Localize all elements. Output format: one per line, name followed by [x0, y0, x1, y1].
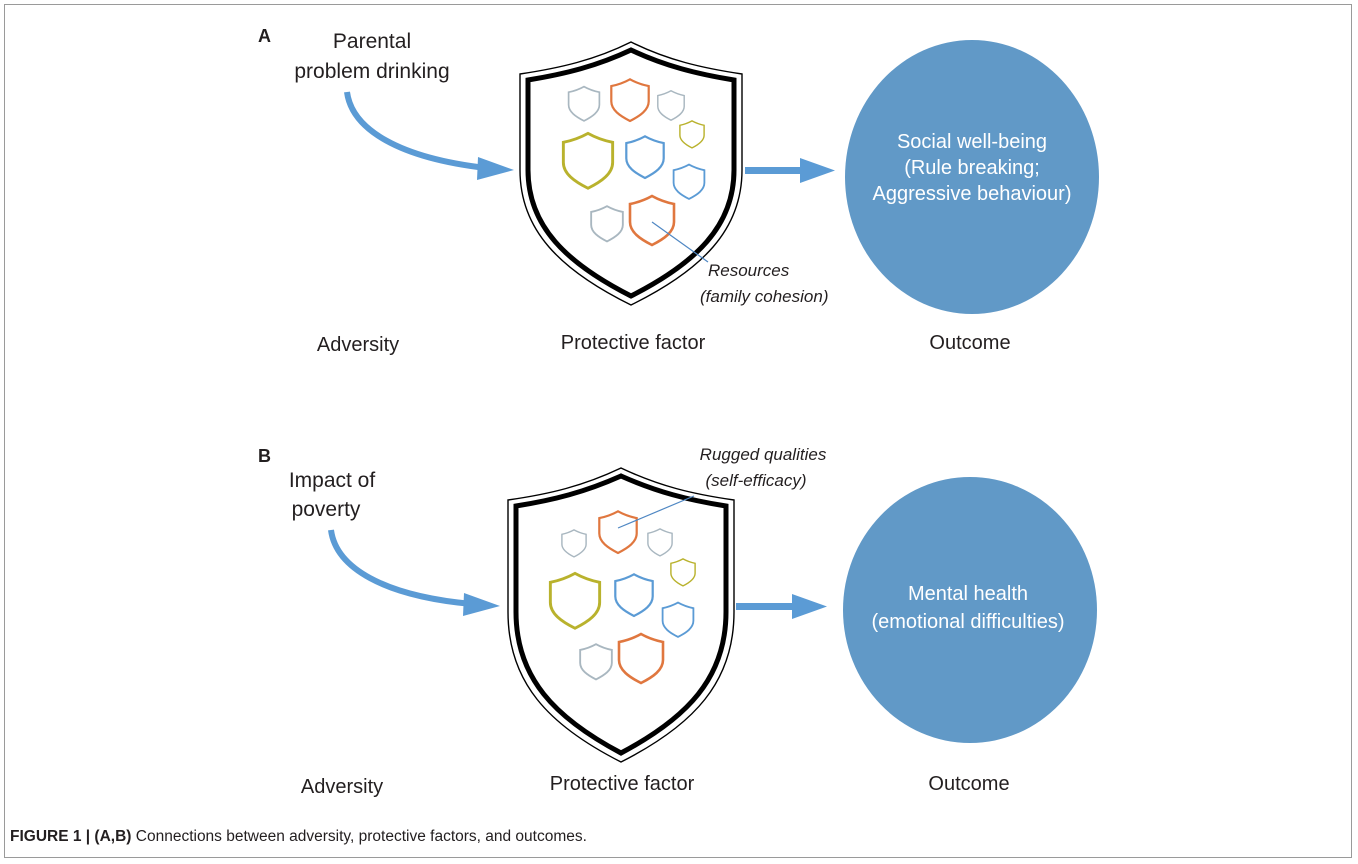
small-shield-icon [561, 131, 615, 190]
figure-frame [4, 4, 1352, 858]
panel-b-outcome-line-1: Mental health [908, 583, 1028, 605]
small-shield-icon [610, 78, 650, 123]
panel-a-outcome-arrow [745, 158, 835, 183]
small-shield-icon [679, 120, 705, 149]
small-shield-icon [567, 85, 601, 122]
figure-caption-text: Connections between adversity, protectiv… [135, 828, 587, 845]
small-shield-icon [657, 89, 685, 122]
small-shield-icon [590, 205, 624, 243]
panel-b-letter: B [258, 446, 271, 466]
panel-b-stage-outcome: Outcome [928, 773, 1009, 795]
panel-b-stage-protective: Protective factor [550, 773, 695, 795]
panel-a: A Parental problem drinking Resources [258, 26, 1099, 356]
small-shield-icon [625, 135, 665, 180]
panel-b-annotation-line-1: Rugged qualities [700, 445, 827, 464]
panel-b-adversity-arrow [328, 529, 500, 616]
panel-a-stage-adversity: Adversity [317, 334, 399, 356]
small-shield-icon [661, 601, 695, 638]
panel-b-protective-shield [507, 467, 735, 763]
panel-b-annotation-line-2: (self-efficacy) [705, 471, 806, 490]
panel-a-outcome-line-1: Social well-being [897, 131, 1047, 153]
panel-a-adversity-line-1: Parental [333, 30, 411, 53]
panel-b-adversity-line-2: poverty [292, 498, 361, 521]
panel-a-annotation-line-2: (family cohesion) [700, 287, 829, 306]
small-shield-icon [561, 529, 587, 558]
panel-b: B Impact of poverty Rugged qualities [258, 445, 1097, 798]
panel-a-stage-protective: Protective factor [561, 332, 706, 354]
panel-b-small-shields [548, 510, 696, 685]
panel-a-stage-outcome: Outcome [929, 332, 1010, 354]
panel-a-outcome-circle [845, 40, 1099, 314]
panel-a-adversity-line-2: problem drinking [294, 60, 449, 83]
small-shield-icon [672, 163, 706, 200]
small-shield-icon [579, 643, 613, 681]
small-shield-icon [670, 558, 696, 587]
small-shield-icon [598, 510, 638, 555]
panel-b-adversity-line-1: Impact of [289, 469, 376, 492]
panel-a-annotation-line-1: Resources [708, 261, 790, 280]
figure-caption-label: FIGURE 1 | (A,B) [10, 828, 132, 845]
small-shield-icon [548, 571, 602, 630]
panel-a-outcome-line-2: (Rule breaking; [904, 157, 1040, 179]
small-shield-icon [628, 194, 676, 247]
panel-b-outcome-circle [843, 477, 1097, 743]
figure-caption: FIGURE 1 | (A,B) Connections between adv… [10, 828, 1340, 846]
small-shield-icon [617, 632, 665, 685]
panel-b-annotation-leader [617, 495, 695, 529]
panel-b-outcome-arrow [736, 594, 827, 619]
panel-a-letter: A [258, 26, 271, 46]
panel-a-adversity-arrow [344, 91, 514, 180]
panel-a-small-shields [561, 78, 706, 247]
panel-a-annotation-leader [651, 221, 709, 263]
small-shield-icon [647, 528, 673, 557]
panel-b-stage-adversity: Adversity [301, 776, 383, 798]
small-shield-icon [614, 573, 654, 618]
panel-b-outcome-line-2: (emotional difficulties) [871, 611, 1064, 633]
panel-a-outcome-line-3: Aggressive behaviour) [873, 183, 1072, 205]
